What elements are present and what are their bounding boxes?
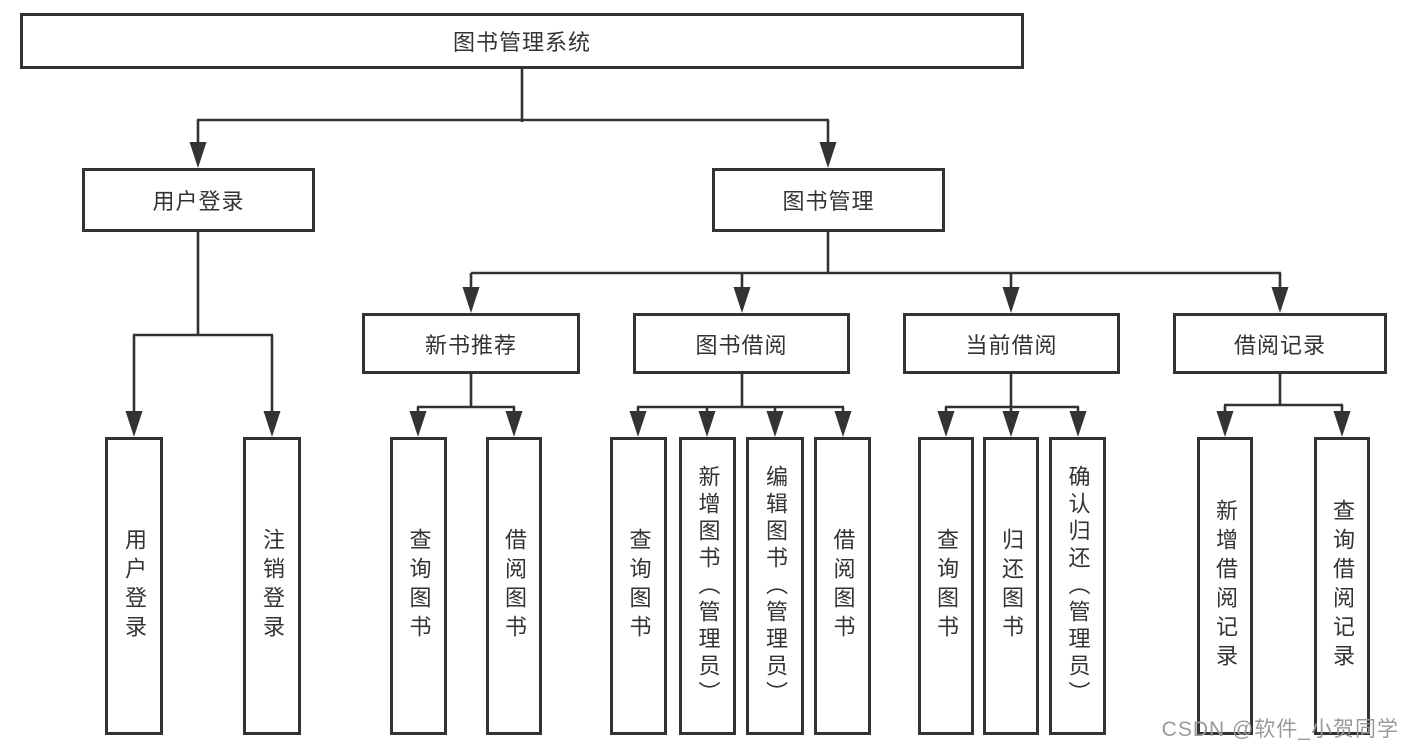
leaf-query-books-current: 查询图书 [918,437,974,735]
node-label: 确认归还（管理员） [1065,464,1091,708]
node-label: 借阅图书 [830,528,856,644]
node-user-login: 用户登录 [82,168,315,232]
node-book-management: 图书管理 [712,168,945,232]
node-label: 查询图书 [406,528,432,644]
node-label: 查询图书 [626,528,652,644]
node-label: 用户登录 [152,189,245,214]
node-label: 查询图书 [934,528,959,644]
node-library-management-system: 图书管理系统 [20,13,1024,69]
leaf-query-books-recommend: 查询图书 [390,437,447,735]
leaf-confirm-return-admin: 确认归还（管理员） [1049,437,1106,735]
node-label: 归还图书 [999,528,1024,644]
leaf-borrow-books-recommend: 借阅图书 [486,437,542,735]
node-current-borrowing: 当前借阅 [903,313,1120,374]
leaf-return-book: 归还图书 [983,437,1039,735]
node-label: 新增图书（管理员） [695,464,721,708]
node-label: 新增借阅记录 [1213,499,1238,673]
node-label: 当前借阅 [965,332,1058,358]
node-borrowing-records: 借阅记录 [1173,313,1387,374]
node-label: 图书管理系统 [452,30,591,55]
leaf-borrow-books-borrowing: 借阅图书 [814,437,871,735]
csdn-watermark: CSDN @软件_小贺同学 [1161,718,1399,741]
node-label: 借阅图书 [502,528,527,644]
node-label: 注销登录 [260,528,285,644]
node-new-book-recommend: 新书推荐 [362,313,580,374]
node-label: 借阅记录 [1233,332,1326,358]
leaf-user-login: 用户登录 [105,437,163,735]
leaf-query-borrow-record: 查询借阅记录 [1314,437,1370,735]
node-label: 编辑图书（管理员） [763,464,788,708]
node-label: 图书管理 [782,189,875,214]
node-label: 图书借阅 [695,332,788,358]
leaf-logout: 注销登录 [243,437,301,735]
node-book-borrowing: 图书借阅 [633,313,850,374]
node-label: 新书推荐 [424,332,517,358]
node-label: 用户登录 [122,528,147,644]
leaf-edit-book-admin: 编辑图书（管理员） [746,437,804,735]
leaf-add-book-admin: 新增图书（管理员） [679,437,736,735]
leaf-add-borrow-record: 新增借阅记录 [1197,437,1253,735]
leaf-query-books-borrowing: 查询图书 [610,437,667,735]
node-label: 查询借阅记录 [1330,499,1355,673]
